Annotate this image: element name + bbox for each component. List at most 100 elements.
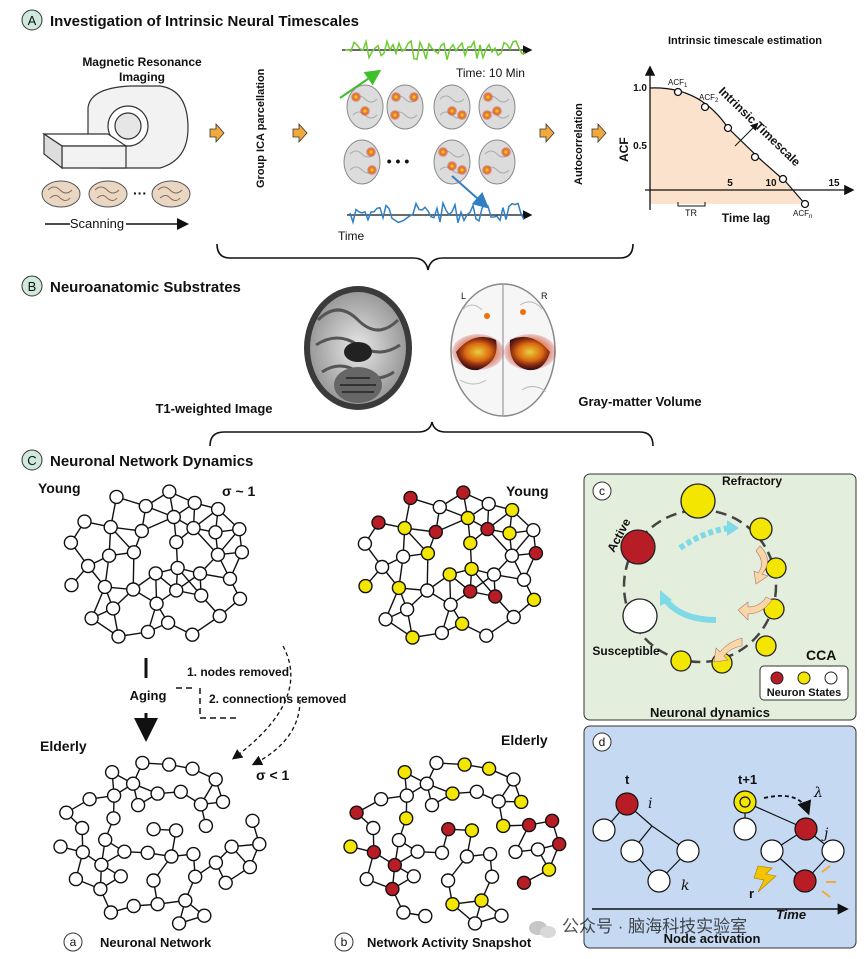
r-label: r (749, 886, 754, 901)
wechat-icon (529, 921, 556, 938)
network-node (496, 818, 511, 834)
legend-refractory-dot (797, 671, 811, 685)
network-node (474, 893, 489, 908)
network-node (419, 776, 434, 791)
acf-y-1: 1.0 (633, 83, 647, 94)
sigma-young: σ ~ 1 (222, 483, 256, 499)
network-node (403, 490, 418, 506)
panel-c-small-badge (592, 481, 612, 501)
network-node (126, 898, 141, 914)
elderly-right-label: Elderly (501, 732, 548, 748)
network-node (445, 897, 460, 912)
node-k-label: k (681, 878, 689, 894)
network-node (440, 873, 456, 888)
network-node (146, 873, 161, 888)
network-node (125, 776, 141, 791)
network-node (460, 510, 475, 526)
panel-a-title: Investigation of Intrinsic Neural Timesc… (50, 13, 359, 30)
elderly-network (53, 755, 267, 931)
network-node (138, 498, 154, 514)
cyan-arrowhead-2 (660, 590, 672, 606)
network-node (366, 820, 381, 836)
network-node (187, 495, 202, 511)
network-node (463, 535, 478, 551)
network-node (488, 589, 503, 604)
sub-a-badge (63, 932, 83, 952)
network-node (166, 509, 182, 525)
slice-dots: ··· (133, 185, 147, 201)
network-node (481, 761, 497, 776)
network-node (97, 832, 113, 847)
panel-c-title: Neuronal Network Dynamics (50, 453, 253, 470)
watermark-text: 公众号 · 脑海科技实验室 (562, 917, 747, 936)
network-node (171, 916, 187, 931)
network-node (494, 908, 509, 923)
legend-active-dot (770, 671, 784, 685)
network-node (210, 547, 226, 562)
network-node (508, 844, 523, 860)
network-node (441, 822, 456, 837)
lambda-label: λ (813, 785, 823, 801)
acf-x-10: 10 (765, 178, 777, 189)
ica-brain-maps (343, 84, 516, 185)
network-node (164, 849, 179, 864)
network-node (526, 523, 541, 538)
network-node (74, 820, 90, 836)
network-node (504, 548, 520, 563)
network-node (125, 582, 141, 597)
network-node (482, 846, 498, 862)
tr-label: TR (685, 208, 697, 218)
network-node (80, 558, 96, 574)
panel-c-badge (21, 449, 43, 471)
network-node (397, 520, 412, 536)
panel-d-bg (583, 725, 857, 949)
panel-a-letter: A (28, 13, 37, 28)
network-node (502, 526, 517, 541)
acf-title: Intrinsic timescale estimation (668, 35, 822, 47)
network-node (391, 832, 407, 848)
network-node (134, 523, 150, 539)
network-node (117, 844, 132, 859)
network-node (68, 871, 84, 887)
network-node (514, 794, 529, 810)
sigma-elderly: σ < 1 (256, 767, 290, 783)
ica-brain-map (478, 139, 516, 185)
group-ica-label: Group ICA parcellation (255, 68, 267, 188)
ica-brain-map (386, 84, 424, 130)
gmv-label: Gray-matter Volume (578, 394, 701, 409)
network-node (457, 757, 472, 772)
brain-slices-icon (41, 180, 191, 208)
network-node (109, 489, 124, 505)
time-axis-label: Time (776, 907, 806, 922)
panel-d-caption: Node activation (664, 931, 761, 946)
acf2-label: ACF2 (699, 93, 719, 104)
network-node (197, 908, 212, 923)
network-node (77, 514, 92, 529)
network-node (160, 615, 176, 630)
aging-dashed (176, 687, 240, 719)
network-node (232, 522, 247, 537)
network-node (84, 611, 99, 626)
network-node (480, 521, 495, 537)
blue-bold-signal (349, 200, 525, 225)
network-node (486, 567, 502, 582)
mri-title-2: Imaging (119, 70, 165, 84)
network-node (161, 757, 177, 772)
green-arrow (339, 69, 382, 99)
acfn-label: ACFn (793, 209, 812, 220)
panel-c-small-letter: c (599, 484, 605, 498)
network-node (357, 536, 373, 551)
network-node (464, 561, 479, 577)
acf1-label: ACF1 (668, 78, 688, 89)
network-node (454, 616, 470, 631)
acf-y-05: 0.5 (633, 141, 647, 152)
network-node (366, 845, 382, 860)
network-node (186, 846, 201, 862)
network-node (456, 485, 471, 500)
network-node (396, 905, 411, 920)
panel-a-brace (216, 243, 634, 271)
ica-brain-map (346, 84, 384, 130)
network-node (420, 546, 436, 561)
network-node (484, 869, 500, 884)
network-node (140, 845, 155, 860)
